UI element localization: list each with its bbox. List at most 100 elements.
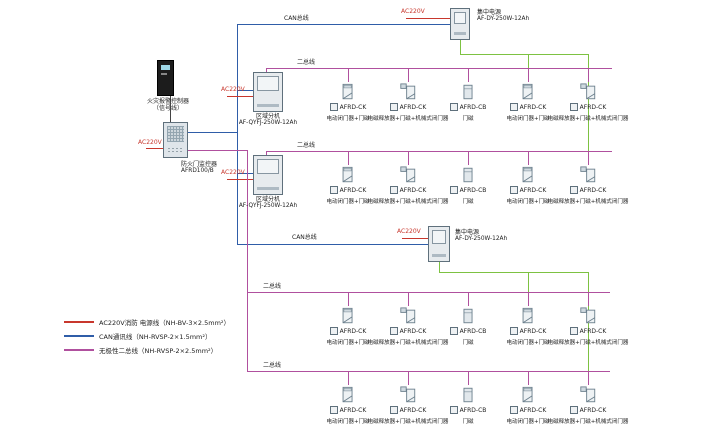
device-group: AFRD-CK 电磁释放器+门磁+机械式闭门器 [548,292,628,346]
module-label: AFRD-CK [519,327,547,335]
can-bus-trunk-line [237,24,238,245]
device-row-4: AFRD-CK 电动闭门器+门磁 AFRD-CK 电磁释放器+门磁+机械式闭门器… [318,371,628,425]
door-closer-icon [339,385,357,405]
module-box [569,406,578,414]
module-box [329,406,338,414]
central-power-bottom-label: 集中电源 AF-DY-250W-12Ah [455,229,507,243]
area-unit2-box [253,155,283,195]
device-label: 电磁释放器+门磁+机械式闭门器 [547,419,629,425]
device-module: AFRD-CK [389,406,427,414]
legend-can-label: CAN通讯线（NH-RVSP-2×1.5mm²） [99,333,212,341]
power-bottom-name: 集中电源 [455,229,480,236]
device-module: AFRD-CB [449,327,486,335]
dc-top-line [460,40,461,54]
module-box [449,186,458,194]
device-group: AFRD-CK 电动闭门器+门磁 [318,292,378,346]
controller-name: 火灾报警控制器 [146,98,189,105]
device-module: AFRD-CK [509,406,546,414]
module-label: AFRD-CK [579,327,607,335]
power-bottom-ac-label: AC220V [397,228,421,235]
device-group: AFRD-CK 电动闭门器+门磁 [498,292,558,346]
device-module: AFRD-CK [509,103,546,111]
module-box [449,103,458,111]
module-label: AFRD-CK [339,327,367,335]
module-label: AFRD-CK [339,406,367,414]
module-box [389,103,398,111]
can-bus-top-line [237,24,450,25]
door-closer-icon [519,82,537,102]
dc-top-line [460,54,589,55]
device-group: AFRD-CK 电动闭门器+门磁 [318,371,378,425]
device-group: AFRD-CK 电磁释放器+门磁+机械式闭门器 [548,68,628,122]
module-box [329,186,338,194]
monitor-name: 防火门监控器 [181,161,218,168]
monitor-ac-label: AC220V [138,139,162,146]
fire-door-monitor-box [163,122,188,158]
door-closer-icon [519,306,537,326]
release-icon [579,306,597,326]
device-row-1: AFRD-CK 电动闭门器+门磁 AFRD-CK 电磁释放器+门磁+机械式闭门器… [318,68,628,122]
module-box [569,103,578,111]
device-group: AFRD-CK 电动闭门器+门磁 [498,151,558,205]
door-closer-icon [519,165,537,185]
module-box [569,327,578,335]
controller-subname: （信号线） [152,105,183,113]
fire-alarm-controller-box [157,60,174,96]
device-group: AFRD-CK 电磁释放器+门磁+机械式闭门器 [548,371,628,425]
two-bus-label-row2: 二总线 [297,142,316,149]
bus-line-sample [64,349,94,351]
module-box [509,406,518,414]
device-label: 电动闭门器+门磁 [326,199,370,205]
release-icon [399,82,417,102]
device-group: AFRD-CK 电动闭门器+门磁 [318,68,378,122]
device-module: AFRD-CK [329,406,367,414]
power-top-model: AF-DY-250W-12Ah [477,16,530,23]
fire-alarm-controller-label: 火灾报警控制器 （信号线） [118,98,218,112]
area-unit2-label: 区域分机 AF-QYFJ-250W-12Ah [226,196,310,210]
module-box [329,327,338,335]
device-module: AFRD-CB [449,103,486,111]
module-label: AFRD-CK [399,186,427,194]
legend-bus-label: 无极性二总线（NH-RVSP-2×2.5mm²） [99,347,218,355]
device-module: AFRD-CK [389,186,427,194]
legend-power-label: AC220V消防 电源线（NH-BV-3×2.5mm²） [99,319,231,327]
device-group: AFRD-CK 电磁释放器+门磁+机械式闭门器 [368,292,448,346]
device-label: 电磁释放器+门磁+机械式闭门器 [367,199,449,205]
can-bus-label-top: CAN总线 [284,15,309,22]
unit2-name: 区域分机 [255,196,280,203]
unit1-ac-line [227,96,253,97]
power-bottom-ac-line [402,238,428,239]
unit1-name: 区域分机 [255,113,280,120]
module-label: AFRD-CB [459,406,487,414]
two-bus-row1-line [266,68,612,69]
device-group: AFRD-CK 电磁释放器+门磁+机械式闭门器 [548,151,628,205]
device-group: AFRD-CK 电磁释放器+门磁+机械式闭门器 [368,371,448,425]
monitor-screen [167,126,184,142]
device-module: AFRD-CK [329,186,366,194]
central-power-top-box [450,8,470,40]
release-icon [399,385,417,405]
module-label: AFRD-CK [399,327,427,335]
device-module: AFRD-CK [569,103,606,111]
monitor-buttons [167,147,184,154]
device-label: 电磁释放器+门磁+机械式闭门器 [367,340,449,346]
module-label: AFRD-CK [399,406,427,414]
module-box [509,327,518,335]
device-row-2: AFRD-CK 电动闭门器+门磁 AFRD-CK 电磁释放器+门磁+机械式闭门器… [318,151,628,205]
device-label: 电动闭门器+门磁 [506,419,550,425]
door-closer-icon [519,385,537,405]
release-icon [579,385,597,405]
device-label: 门磁 [462,199,474,205]
device-group: AFRD-CK 电动闭门器+门磁 [498,371,558,425]
unit2-model: AF-QYFJ-250W-12Ah [238,203,298,210]
module-label: AFRD-CK [519,186,547,194]
device-group: AFRD-CK 电磁释放器+门磁+机械式闭门器 [368,68,448,122]
monitor-model: AFRD100/B [181,168,214,175]
device-label: 电动闭门器+门磁 [506,199,550,205]
device-module: AFRD-CK [509,186,547,194]
unit1-ac-label: AC220V [221,86,245,93]
module-label: AFRD-CK [579,406,607,414]
device-module: AFRD-CB [449,186,486,194]
door-magnet-icon [459,306,477,326]
